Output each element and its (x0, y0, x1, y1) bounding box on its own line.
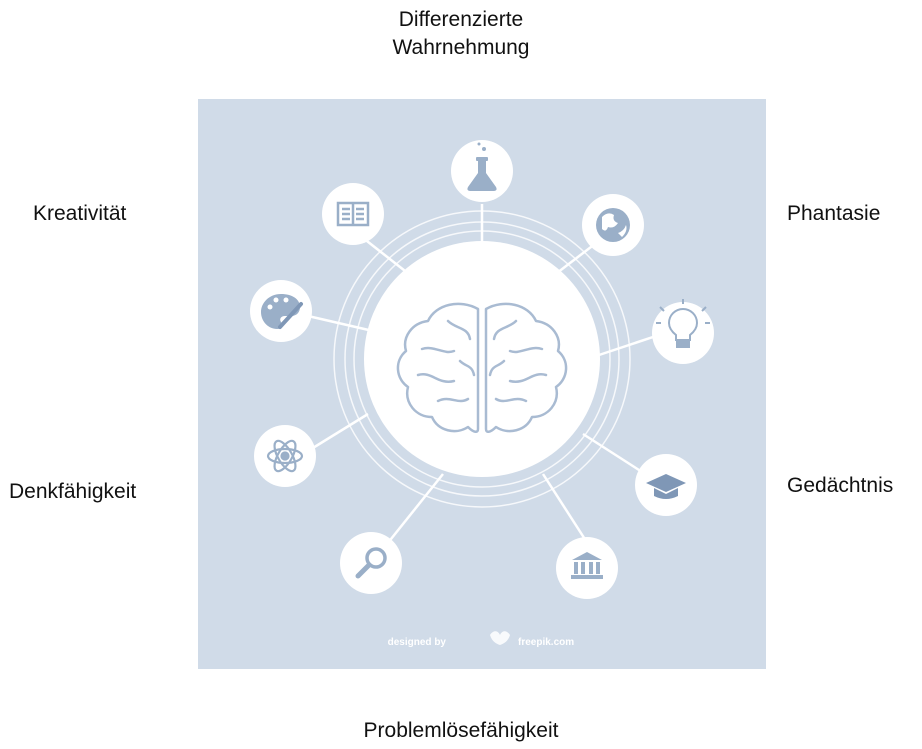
label-differentiated-perception: Differenzierte Wahrnehmung (392, 8, 530, 59)
label-thinking: Denkfähigkeit (9, 480, 137, 503)
label-imagination: Phantasie (787, 202, 881, 225)
credit-text-left: designed by (388, 637, 447, 648)
brain-illustration: designed by freepik.com (198, 99, 766, 669)
label-creativity: Kreativität (33, 202, 127, 225)
magnifier-icon (355, 547, 387, 579)
illustration-svg: designed by freepik.com (250, 140, 714, 648)
label-problem-solving: Problemlösefähigkeit (363, 719, 559, 742)
bank-icon (571, 552, 603, 579)
credit-text-right: freepik.com (518, 637, 574, 648)
freepik-logo (490, 631, 510, 645)
graduation-cap-icon (646, 474, 686, 499)
middle-ring (344, 221, 620, 497)
atom-icon (266, 439, 304, 473)
flask-icon (467, 142, 497, 191)
label-memory: Gedächtnis (787, 474, 894, 497)
outer-ring (333, 210, 631, 508)
palette-icon (261, 294, 303, 329)
book-icon (336, 201, 370, 227)
lightbulb-icon (656, 299, 710, 348)
brain-circle (364, 241, 600, 477)
inner-ring (353, 230, 611, 488)
globe-icon (596, 208, 630, 242)
brain-icon (396, 302, 568, 433)
